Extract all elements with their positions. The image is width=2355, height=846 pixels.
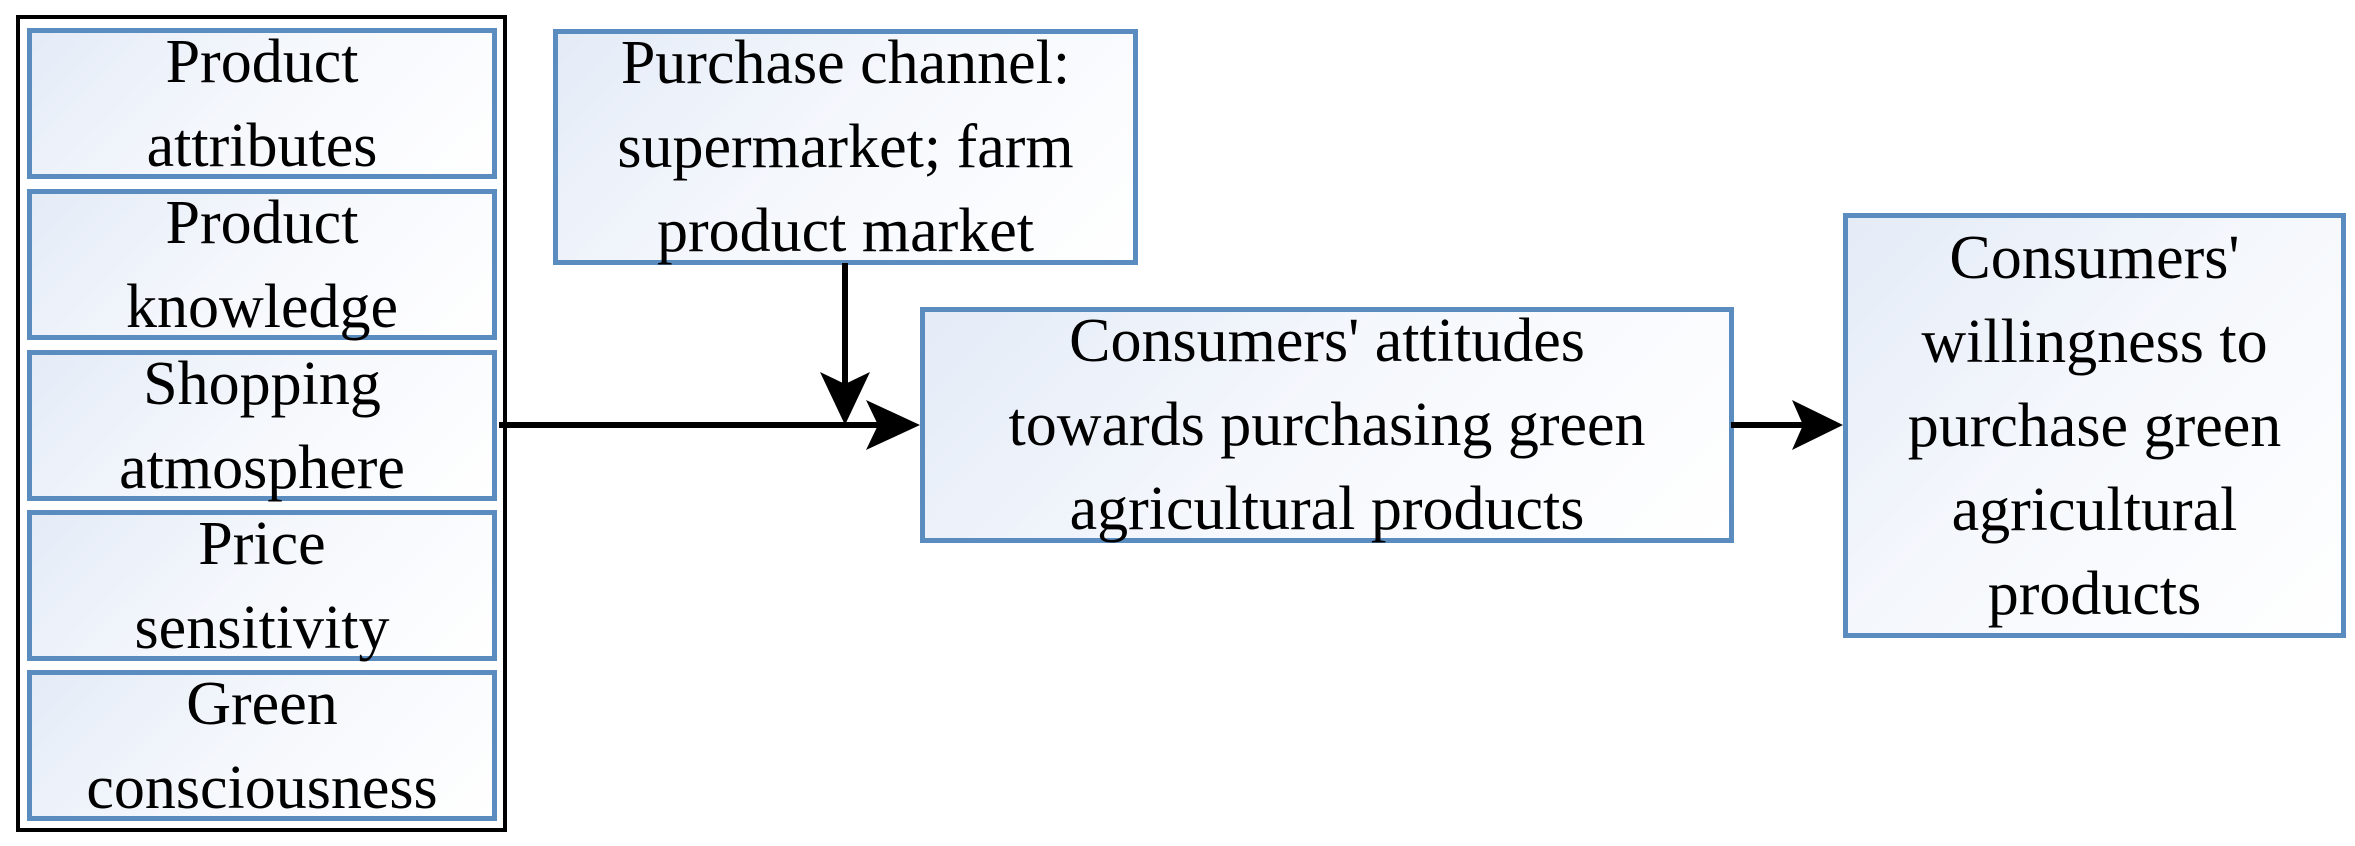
purchase-channel-line: Purchase channel: [620, 29, 1071, 97]
channel-moderator-arrowhead [820, 372, 870, 425]
consumer-attitude-line: agricultural products [1069, 475, 1585, 543]
purchase-channel-box: Purchase channel: supermarket; farm prod… [553, 29, 1138, 265]
attitude-to-willingness-arrowhead [1792, 400, 1843, 450]
factor-label-line: knowledge [125, 272, 399, 341]
factor-label-line: Price [198, 509, 326, 578]
factor-label-line: consciousness [86, 753, 438, 822]
purchase-willingness-line: purchase green [1907, 391, 2282, 460]
factors-to-attitude-arrowhead [866, 400, 920, 450]
factor-box-product-knowledge: Product knowledge [27, 189, 497, 341]
factor-box-green-consciousness: Green consciousness [27, 670, 497, 822]
purchase-willingness-line: willingness to [1921, 307, 2268, 376]
factor-label-line: Product [165, 188, 359, 257]
purchase-channel-line: product market [656, 197, 1034, 265]
factor-label-line: Green [186, 669, 338, 738]
consumer-attitude-box: Consumers' attitudes towards purchasing … [920, 307, 1734, 543]
factor-box-shopping-atmosphere: Shopping atmosphere [27, 350, 497, 502]
consumer-attitude-line: Consumers' attitudes [1069, 307, 1585, 375]
factor-box-product-attributes: Product attributes [27, 28, 497, 180]
factor-label-line: sensitivity [134, 593, 390, 662]
purchase-willingness-line: Consumers' [1949, 223, 2240, 292]
consumer-attitude-line: towards purchasing green [1008, 391, 1646, 459]
factor-label-line: Shopping [143, 349, 381, 418]
purchase-willingness-line: agricultural [1951, 475, 2238, 544]
purchase-willingness-box: Consumers' willingness to purchase green… [1843, 213, 2346, 638]
factor-label-line: attributes [146, 111, 378, 180]
purchase-channel-line: supermarket; farm [617, 113, 1074, 181]
factor-box-price-sensitivity: Price sensitivity [27, 510, 497, 662]
purchase-willingness-line: products [1987, 559, 2202, 628]
factor-label-line: atmosphere [119, 433, 405, 502]
factor-label-line: Product [165, 27, 359, 96]
